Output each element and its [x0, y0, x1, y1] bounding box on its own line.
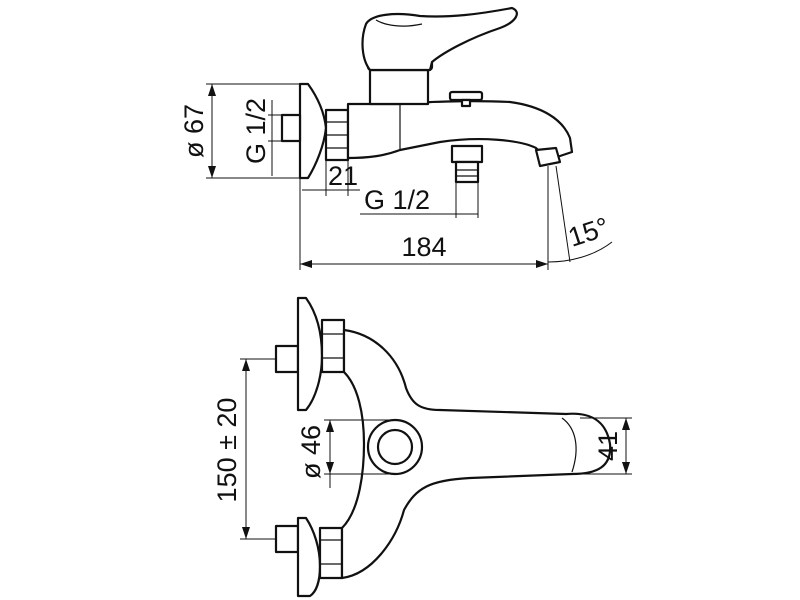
flange-diameter-label: ø 67	[179, 104, 209, 158]
side-view: ø 67 G 1/2 21 G 1/2	[179, 6, 613, 270]
shower-outlet	[450, 144, 484, 164]
mixer-body	[346, 100, 574, 162]
top-view: 150 ± 20 ø 46 41	[212, 296, 632, 598]
aerator	[534, 146, 562, 168]
diverter-knob	[448, 90, 484, 102]
spout-angle-dimension: 15°	[547, 165, 613, 263]
lower-flange	[296, 516, 322, 598]
nut-depth-label: 21	[328, 161, 358, 191]
outlet-thread-label: G 1/2	[364, 185, 430, 215]
handle-width-label: 41	[593, 431, 623, 461]
cartridge-diameter-dimension: ø 46	[296, 419, 395, 488]
inlet-stub	[280, 113, 302, 143]
nut-depth-dimension: 21	[302, 160, 360, 196]
upper-flange	[296, 296, 324, 412]
cartridge-diameter-label: ø 46	[296, 425, 326, 479]
inlet-thread-label: G 1/2	[241, 98, 271, 164]
center-distance-dimension: 150 ± 20	[212, 358, 276, 540]
overall-length-dimension: 184	[299, 166, 549, 270]
outlet-thread-dimension: G 1/2	[360, 182, 479, 218]
flange-diameter-dimension: ø 67	[179, 83, 300, 179]
wall-flange	[298, 82, 328, 180]
cartridge-housing	[368, 66, 430, 106]
mixer-body-top	[340, 328, 612, 580]
inlet-thread-dimension: G 1/2	[241, 98, 282, 176]
center-distance-label: 150 ± 20	[212, 398, 242, 503]
overall-length-label: 184	[401, 232, 446, 262]
handle-width-dimension: 41	[580, 417, 632, 475]
lever-handle	[361, 6, 518, 72]
